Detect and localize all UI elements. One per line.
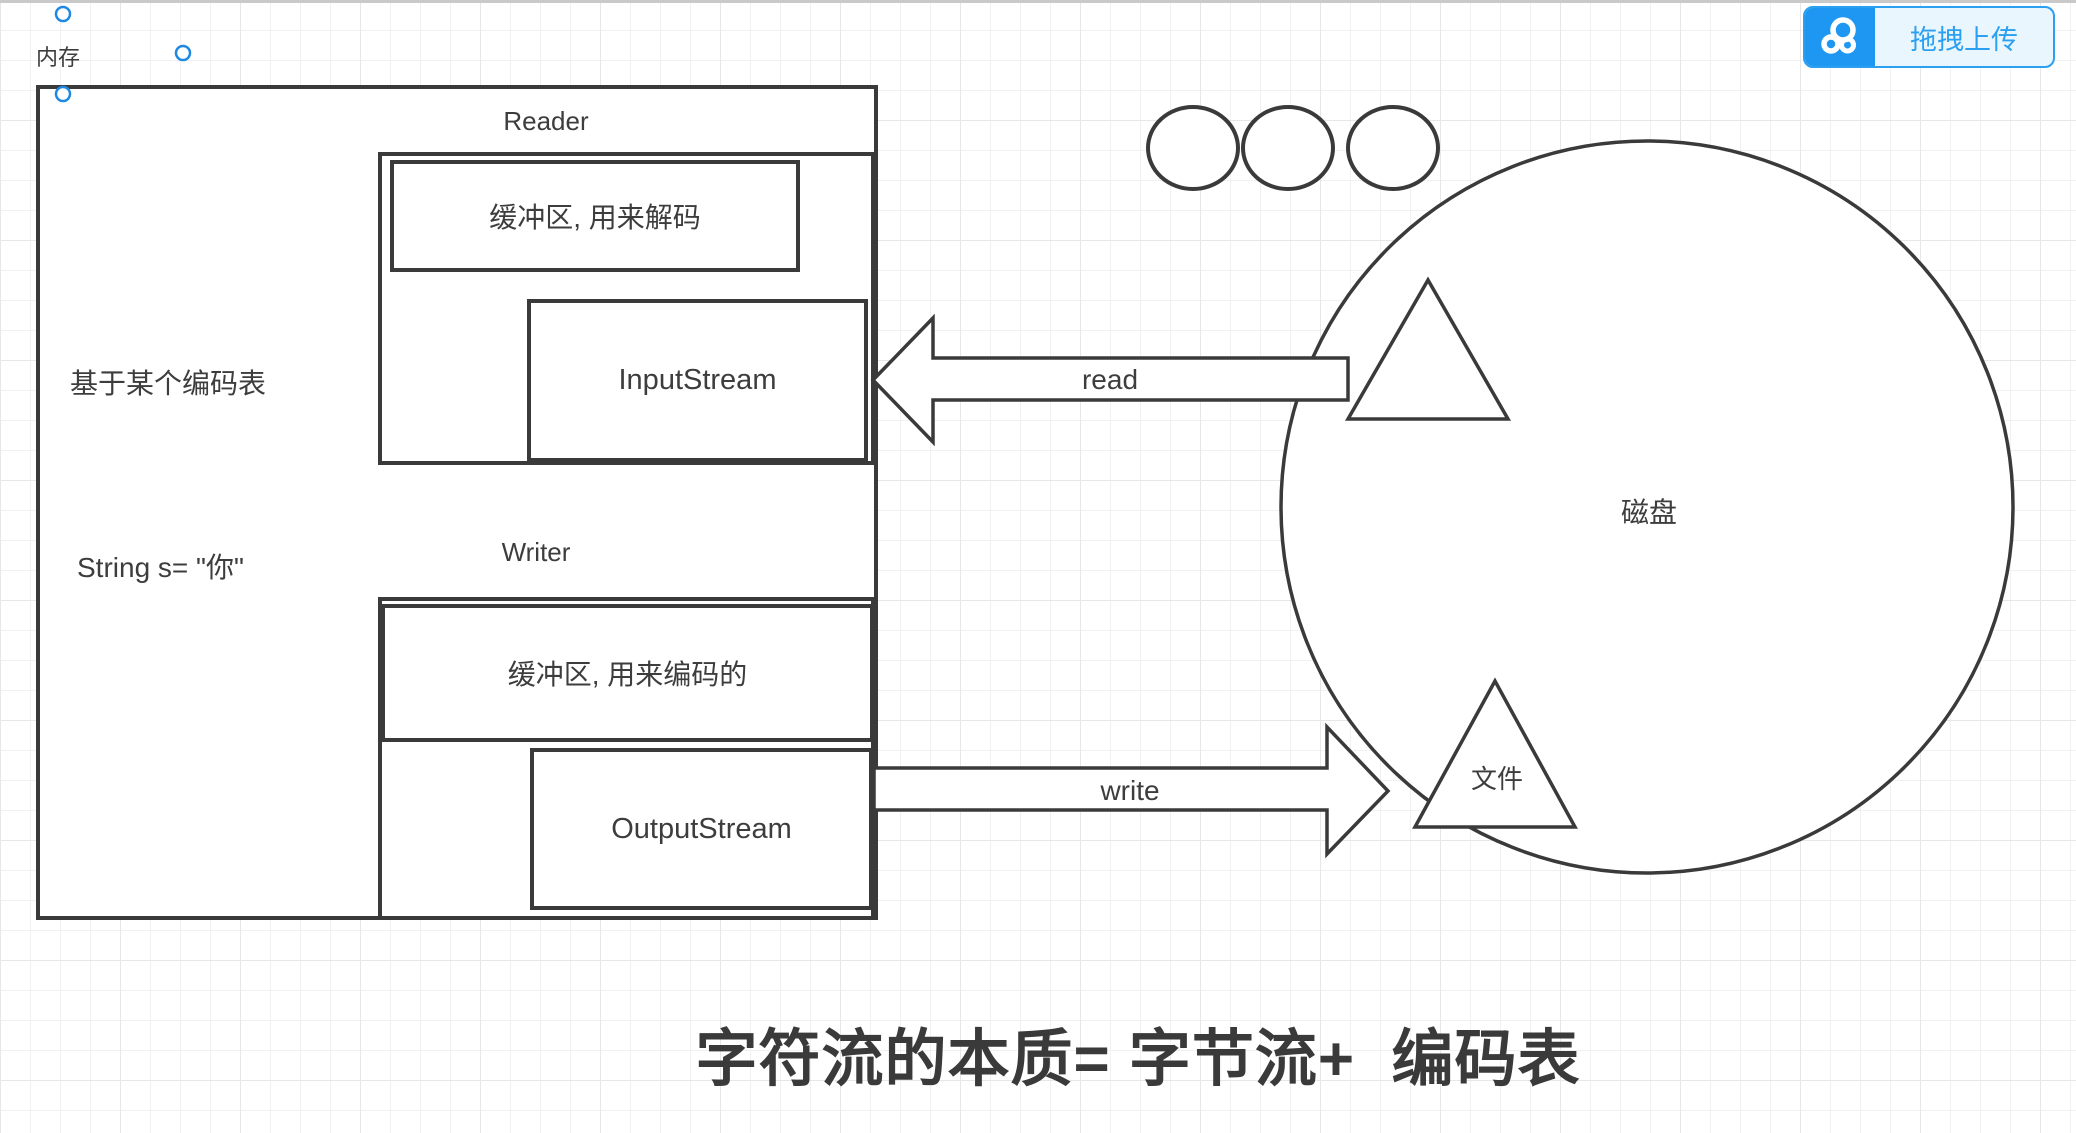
read-arrow[interactable] (870, 313, 1350, 447)
selection-handle-top[interactable] (54, 5, 72, 23)
encode-buffer-box[interactable]: 缓冲区, 用来编码的 (381, 604, 874, 742)
decode-buffer-box[interactable]: 缓冲区, 用来解码 (390, 160, 800, 272)
memory-label[interactable]: 内存 (36, 45, 81, 70)
selection-handle-right[interactable] (174, 44, 192, 62)
disk-label[interactable]: 磁盘 (1620, 497, 1677, 528)
drag-upload-button[interactable]: 拖拽上传 (1803, 6, 2055, 68)
write-arrow[interactable] (872, 722, 1391, 859)
drag-upload-label: 拖拽上传 (1910, 24, 2018, 55)
outputstream-label: OutputStream (611, 812, 792, 845)
small-circle-3[interactable] (1346, 105, 1440, 191)
encode-buffer-label: 缓冲区, 用来编码的 (507, 659, 748, 690)
write-arrow-label[interactable]: write (1100, 775, 1160, 806)
small-circle-2[interactable] (1241, 105, 1335, 191)
encoding-note[interactable]: 基于某个编码表 (70, 368, 267, 399)
decode-buffer-label: 缓冲区, 用来解码 (489, 202, 701, 233)
cloud-drive-icon (1805, 8, 1875, 66)
read-arrow-label[interactable]: read (1081, 364, 1139, 395)
file-triangle[interactable] (1412, 677, 1578, 829)
file-label[interactable]: 文件 (1470, 764, 1523, 794)
small-circle-1[interactable] (1146, 105, 1240, 191)
reader-title[interactable]: Reader (503, 106, 589, 136)
selection-handle-bottom[interactable] (54, 85, 72, 103)
canvas-top-border (0, 0, 2076, 3)
inputstream-label: InputStream (618, 364, 777, 396)
string-note[interactable]: String s= "你" (77, 552, 244, 583)
caption-text[interactable]: 字符流的本质= 字节流+ 编码表 (695, 1025, 1581, 1094)
outputstream-box[interactable]: OutputStream (530, 748, 873, 910)
inputstream-box[interactable]: InputStream (527, 299, 868, 462)
disk-triangle[interactable] (1344, 276, 1512, 421)
disk-circle[interactable] (1279, 139, 2015, 875)
writer-title[interactable]: Writer (501, 537, 571, 567)
